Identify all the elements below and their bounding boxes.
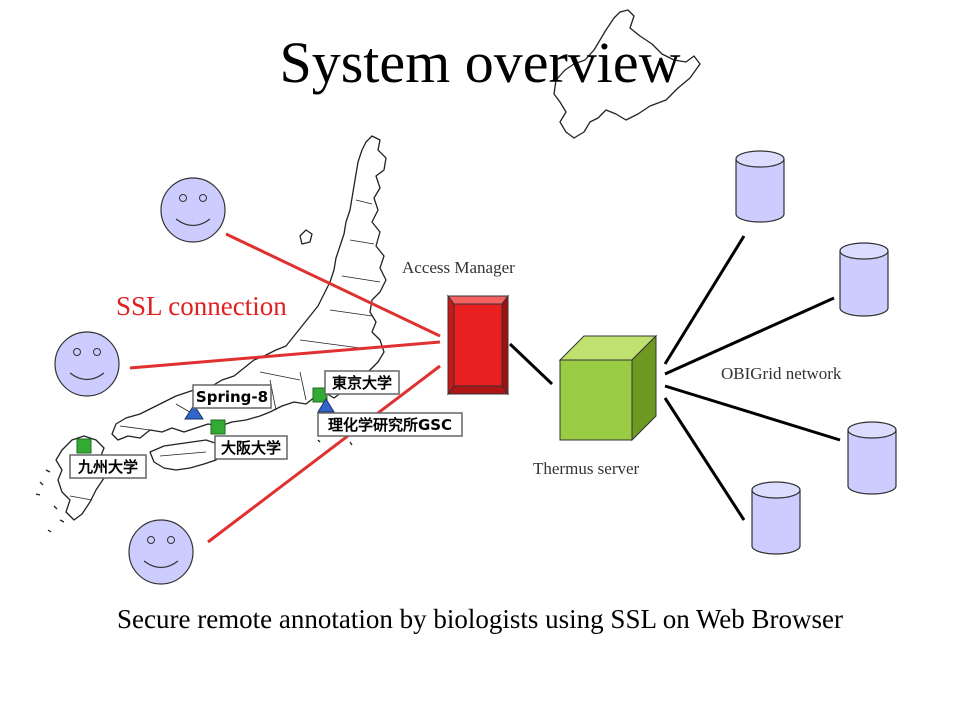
- smiley-face-icon: [128, 519, 194, 585]
- site-triangle-spring8: [184, 404, 204, 420]
- site-label-osaka: 大阪大学: [214, 435, 288, 460]
- site-label-kyushu: 九州大学: [69, 454, 147, 479]
- database-cylinder-icon: [847, 430, 897, 495]
- site-label-tokyo-text: 東京大学: [332, 374, 392, 392]
- ssl-line-bottom-user: [207, 364, 441, 544]
- eye-icon: [93, 348, 101, 356]
- database-3: [847, 421, 897, 495]
- site-label-riken: 理化学研究所GSC: [317, 412, 463, 437]
- ssl-line-top-user: [225, 232, 441, 338]
- honshu-outline: [111, 135, 387, 441]
- database-cylinder-icon: [839, 251, 889, 317]
- ssl-line-middle-user: [129, 340, 441, 370]
- sado-island: [299, 229, 313, 245]
- link-server-db2: [664, 296, 835, 376]
- user-bottom: [128, 519, 194, 585]
- ssl-connections: [129, 232, 441, 544]
- smiley-face-icon: [160, 177, 226, 243]
- link-server-db1: [663, 235, 746, 365]
- site-label-tokyo: 東京大学: [324, 370, 400, 395]
- eye-icon: [199, 194, 207, 202]
- obigrid-network-label: OBIGrid network: [721, 364, 842, 383]
- site-markers: [76, 387, 335, 454]
- database-2: [839, 242, 889, 317]
- user-middle: [54, 331, 120, 397]
- user-top: [160, 177, 226, 243]
- database-cylinder-icon: [735, 159, 785, 223]
- site-label-osaka-text: 大阪大学: [221, 439, 281, 457]
- site-square-tokyo: [312, 387, 328, 403]
- database-4: [751, 481, 801, 555]
- site-labels: 九州大学 大阪大学 Spring-8 東京大学 理化学研究所GSC: [69, 370, 463, 479]
- link-server-db3: [664, 384, 841, 442]
- shikoku-outline: [149, 439, 225, 471]
- mouth-icon: [175, 218, 211, 227]
- site-label-kyushu-text: 九州大学: [77, 458, 138, 476]
- eye-icon: [147, 536, 155, 544]
- kyushu-outline: [55, 435, 109, 521]
- mouth-icon: [143, 560, 179, 569]
- smiley-face-icon: [54, 331, 120, 397]
- eye-icon: [179, 194, 187, 202]
- thermus-server-label: Thermus server: [533, 459, 640, 478]
- ssl-connection-label: SSL connection: [116, 291, 287, 321]
- site-square-kyushu: [76, 438, 92, 454]
- slide-caption: Secure remote annotation by biologists u…: [117, 604, 843, 634]
- link-access-to-server: [508, 342, 554, 386]
- site-label-riken-text: 理化学研究所GSC: [328, 416, 452, 434]
- eye-icon: [167, 536, 175, 544]
- database-cylinder-icon: [751, 490, 801, 555]
- site-label-spring8: Spring-8: [192, 384, 272, 409]
- slide-title: System overview: [279, 30, 681, 95]
- database-1: [735, 150, 785, 223]
- network-links: [508, 235, 841, 521]
- southern-islands: [35, 469, 65, 533]
- site-square-osaka: [210, 419, 226, 435]
- eye-icon: [73, 348, 81, 356]
- access-manager-label: Access Manager: [402, 258, 515, 277]
- site-label-spring8-text: Spring-8: [196, 388, 268, 406]
- site-triangle-riken: [317, 398, 335, 413]
- link-server-db4: [663, 397, 746, 521]
- access-manager-box-icon: [447, 294, 509, 396]
- mouth-icon: [69, 372, 105, 381]
- server-cube-icon: [558, 334, 658, 442]
- hokkaido-outline: [553, 9, 701, 139]
